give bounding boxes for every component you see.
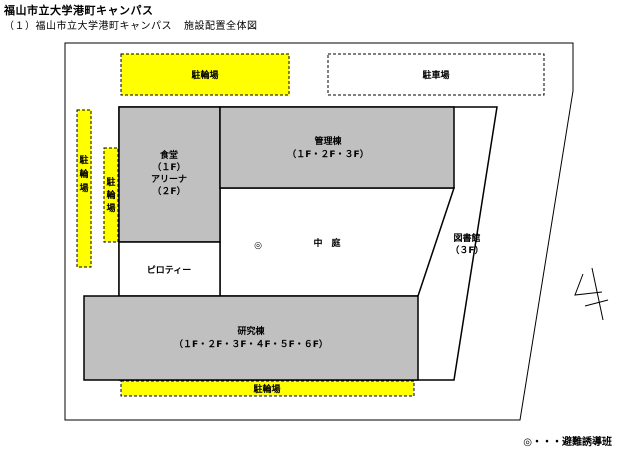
- library-label: 図書館: [453, 232, 480, 244]
- legend-evacuation-team: ◎・・・避難誘導班: [523, 437, 612, 448]
- courtyard-label: 中 庭: [313, 237, 341, 249]
- cafeteria-arena-building[interactable]: [118, 106, 221, 243]
- bike-parking-left-outer-char1: 駐: [79, 154, 88, 166]
- cafeteria-floor: （１F）: [152, 162, 185, 173]
- bike-parking-left-outer-char2: 輪: [79, 168, 89, 180]
- bike-parking-bottom[interactable]: [120, 380, 415, 397]
- research-floors: （１F・２F・３F・４F・５F・６F）: [174, 339, 328, 350]
- bike-parking-top[interactable]: [120, 53, 290, 96]
- car-parking-top-label: 駐車場: [422, 69, 449, 81]
- courtyard-marker: ◎: [254, 241, 262, 251]
- admin-building[interactable]: [219, 106, 455, 189]
- research-label: 研究棟: [237, 325, 265, 337]
- cafeteria-label: 食堂: [159, 149, 178, 161]
- bike-parking-left-inner[interactable]: [103, 147, 119, 243]
- page-title: 福山市立大学港町キャンパス: [4, 4, 154, 17]
- bike-parking-left-inner-char2: 輪: [106, 189, 116, 201]
- arena-label: アリーナ: [151, 174, 187, 185]
- research-building[interactable]: [83, 295, 419, 381]
- bike-parking-top-label: 駐輪場: [191, 69, 218, 81]
- admin-label: 管理棟: [314, 135, 342, 147]
- library-floor: （３F）: [450, 245, 483, 256]
- bike-parking-bottom-label: 駐輪場: [253, 383, 280, 395]
- car-parking-top[interactable]: [327, 53, 545, 96]
- bike-parking-left-inner-char3: 場: [106, 202, 115, 214]
- bike-parking-left-outer-char3: 場: [79, 182, 88, 194]
- subtitle-prefix: （１）福山市立大学港町キャンパス: [4, 21, 172, 32]
- admin-floors: （１F・２F・３F）: [287, 149, 368, 160]
- page-subtitle: （１）福山市立大学港町キャンパス 施設配置全体図: [4, 17, 258, 32]
- pilotis-label: ピロティー: [147, 264, 191, 276]
- subtitle-suffix: 施設配置全体図: [184, 21, 258, 32]
- bike-parking-left-inner-char1: 駐: [106, 176, 115, 188]
- arena-floor: （２F）: [152, 186, 185, 197]
- bike-parking-left-outer[interactable]: [76, 109, 92, 268]
- north-arrow-icon: [574, 267, 609, 321]
- site-boundary: [64, 42, 574, 421]
